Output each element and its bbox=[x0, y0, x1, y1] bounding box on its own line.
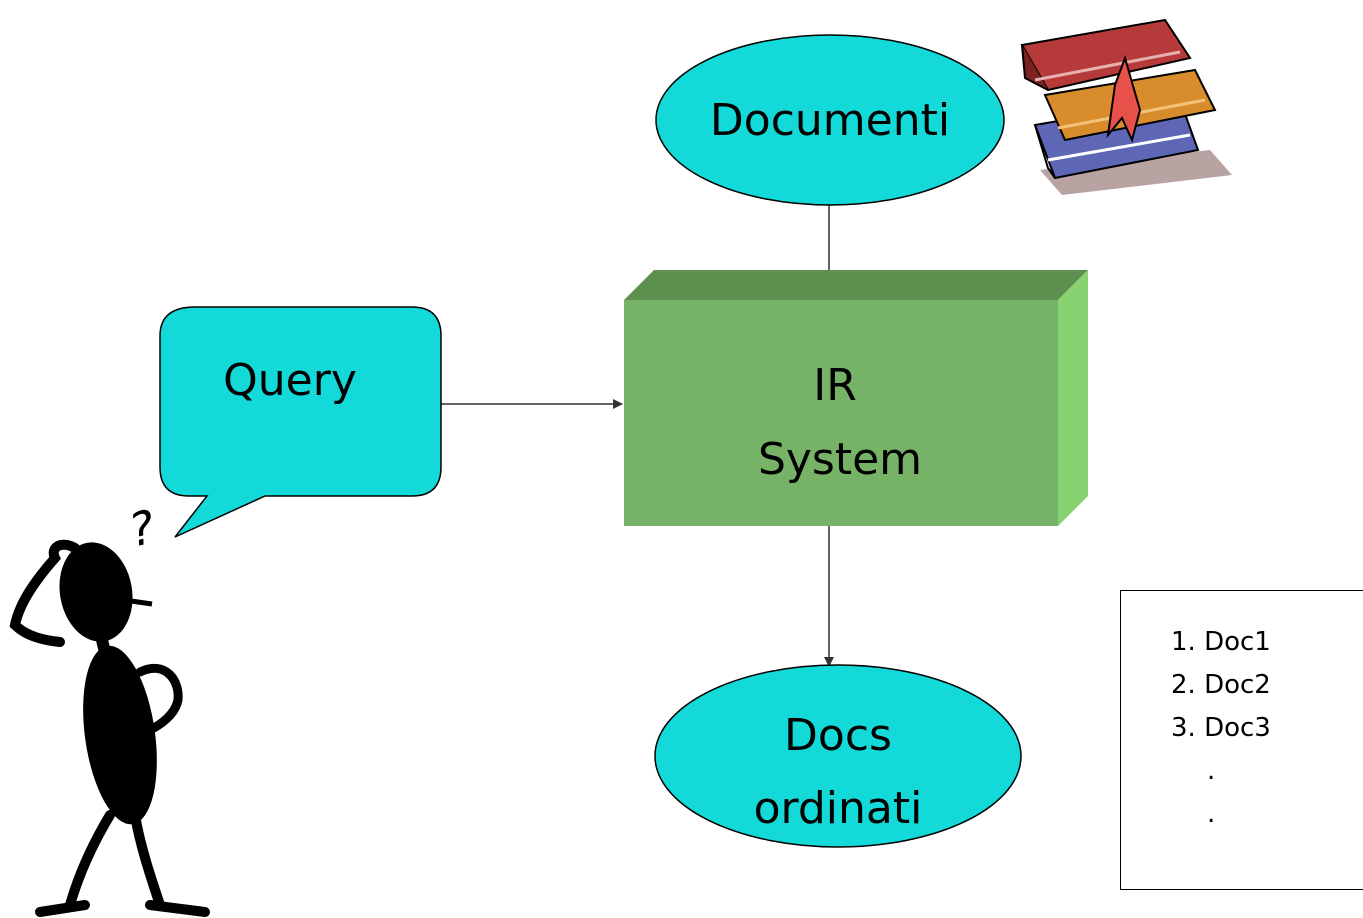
result-ellipsis-2: . bbox=[1207, 799, 1216, 829]
ir-system-label-line1: IR bbox=[813, 360, 857, 411]
ranked-result-list: 1. Doc1 2. Doc2 3. Doc3 . . bbox=[1120, 590, 1363, 890]
query-label: Query bbox=[223, 355, 357, 406]
result-ellipsis-1: . bbox=[1207, 756, 1216, 786]
ranked-docs-label-line2: ordinati bbox=[754, 783, 923, 834]
confused-person-icon: ? bbox=[9, 500, 210, 917]
stack-of-books-icon bbox=[1020, 18, 1232, 195]
query-node: Query bbox=[159, 306, 442, 538]
result-item-3: 3. Doc3 bbox=[1171, 713, 1271, 743]
question-mark: ? bbox=[124, 500, 159, 558]
result-item-1: 1. Doc1 bbox=[1171, 627, 1271, 657]
documents-node: Documenti bbox=[655, 34, 1005, 206]
documents-label: Documenti bbox=[710, 95, 950, 146]
ir-system-node: IR System bbox=[624, 270, 1088, 526]
ir-system-label-line2: System bbox=[758, 434, 922, 485]
ranked-docs-label-line1: Docs bbox=[784, 710, 892, 761]
ranked-docs-node: Docs ordinati bbox=[654, 664, 1022, 848]
result-items: 1. Doc1 2. Doc2 3. Doc3 . . bbox=[1121, 591, 1363, 836]
result-item-2: 2. Doc2 bbox=[1171, 670, 1271, 700]
